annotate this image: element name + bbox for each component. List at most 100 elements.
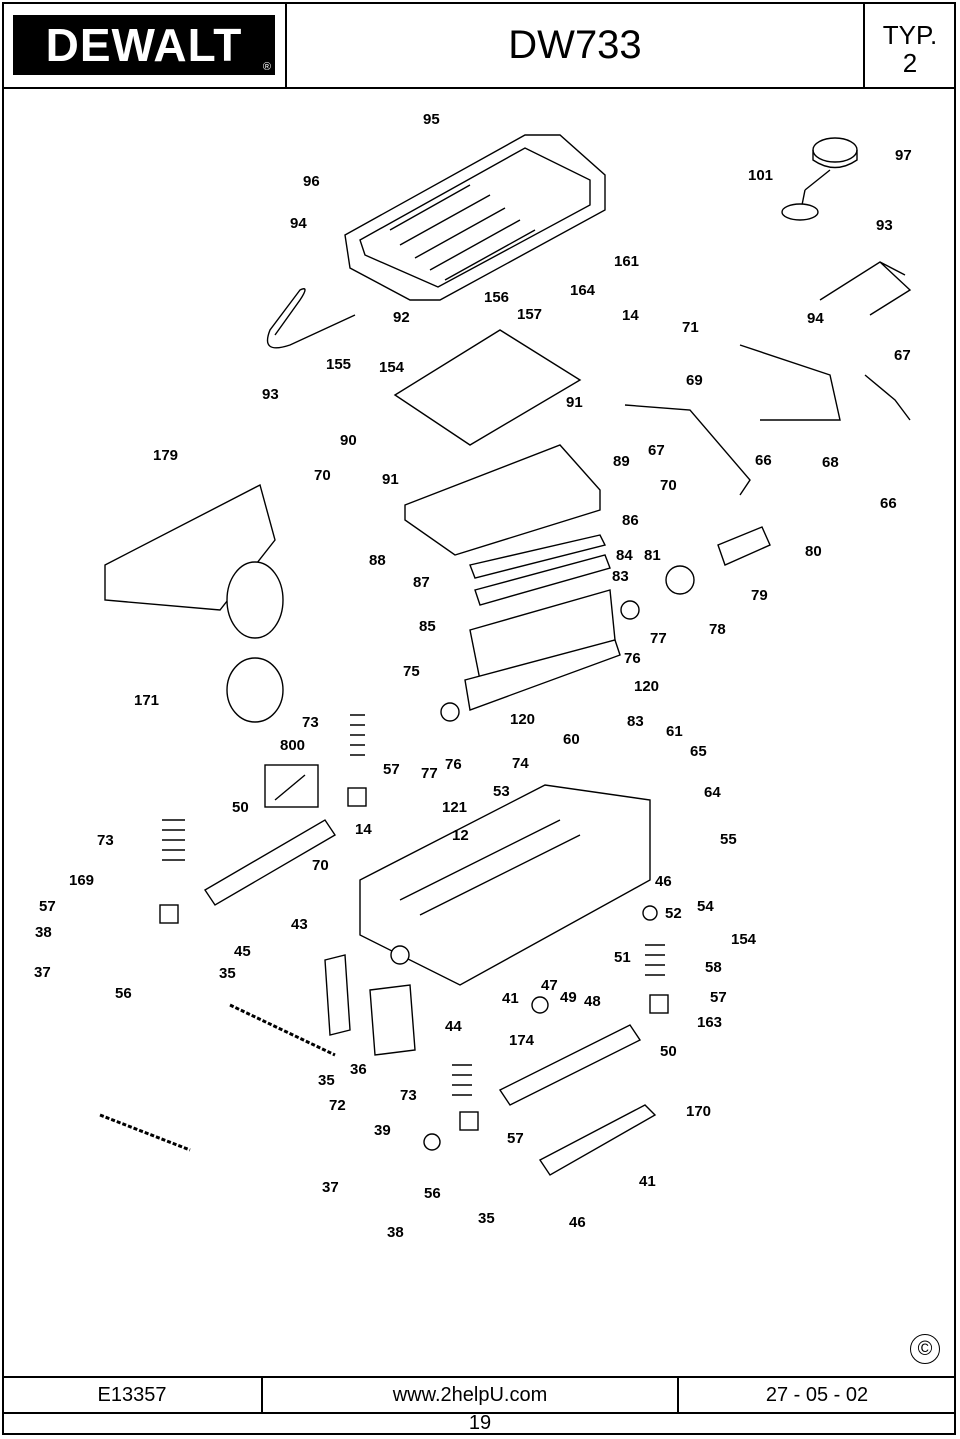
bushing-44 bbox=[390, 945, 410, 965]
page-number: 19 bbox=[468, 1412, 492, 1434]
part-label-90: 90 bbox=[340, 432, 357, 449]
part-label-44: 44 bbox=[445, 1018, 462, 1035]
part-label-37: 37 bbox=[322, 1179, 339, 1196]
part-label-78: 78 bbox=[709, 621, 726, 638]
part-label-155: 155 bbox=[326, 356, 351, 373]
part-label-38: 38 bbox=[35, 924, 52, 941]
part-label-43: 43 bbox=[291, 916, 308, 933]
part-label-55: 55 bbox=[720, 831, 737, 848]
dust-hood bbox=[104, 483, 284, 723]
footer: E13357 www.2helpU.com 27 - 05 - 02 bbox=[3, 1376, 955, 1414]
part-label-87: 87 bbox=[413, 574, 430, 591]
part-label-73: 73 bbox=[302, 714, 319, 731]
head-plate bbox=[404, 444, 601, 556]
part-label-171: 171 bbox=[134, 692, 159, 709]
part-label-71: 71 bbox=[682, 319, 699, 336]
part-label-61: 61 bbox=[666, 723, 683, 740]
drive-chain bbox=[99, 1003, 336, 1152]
registered-mark: ® bbox=[262, 61, 271, 73]
part-label-53: 53 bbox=[493, 783, 510, 800]
part-label-41: 41 bbox=[502, 990, 519, 1007]
block-57b bbox=[159, 904, 179, 924]
part-label-56: 56 bbox=[424, 1185, 441, 1202]
part-label-60: 60 bbox=[563, 731, 580, 748]
block-57a bbox=[347, 787, 367, 807]
part-label-81: 81 bbox=[644, 547, 661, 564]
part-label-80: 80 bbox=[805, 543, 822, 560]
part-label-47: 47 bbox=[541, 977, 558, 994]
part-label-96: 96 bbox=[303, 173, 320, 190]
part-label-37: 37 bbox=[34, 964, 51, 981]
part-label-66: 66 bbox=[755, 452, 772, 469]
part-label-75: 75 bbox=[403, 663, 420, 680]
part-label-46: 46 bbox=[655, 873, 672, 890]
part-label-164: 164 bbox=[570, 282, 596, 299]
part-label-73: 73 bbox=[400, 1087, 417, 1104]
part-label-35: 35 bbox=[478, 1210, 495, 1227]
part-label-92: 92 bbox=[393, 309, 410, 326]
part-label-84: 84 bbox=[616, 547, 633, 564]
part-label-56: 56 bbox=[115, 985, 132, 1002]
part-label-94: 94 bbox=[290, 215, 307, 232]
part-label-65: 65 bbox=[690, 743, 707, 760]
part-label-156: 156 bbox=[484, 289, 509, 306]
part-label-49: 49 bbox=[560, 989, 577, 1006]
part-label-74: 74 bbox=[512, 755, 529, 772]
bushing-52 bbox=[642, 905, 658, 921]
side-cover bbox=[324, 954, 416, 1056]
website: www.2helpU.com bbox=[263, 1378, 679, 1412]
document-code: E13357 bbox=[3, 1378, 263, 1412]
handle-right bbox=[819, 261, 912, 316]
typ-value: 2 bbox=[902, 48, 918, 78]
part-label-77: 77 bbox=[650, 630, 667, 647]
block-57d bbox=[459, 1111, 479, 1131]
part-label-57: 57 bbox=[507, 1130, 524, 1147]
part-label-163: 163 bbox=[697, 1014, 722, 1031]
belt-80 bbox=[717, 526, 771, 566]
part-label-157: 157 bbox=[517, 306, 542, 323]
date: 27 - 05 - 02 bbox=[765, 1383, 869, 1406]
part-label-85: 85 bbox=[419, 618, 436, 635]
bushing-39 bbox=[423, 1133, 441, 1151]
handle-left bbox=[266, 288, 356, 349]
part-label-14: 14 bbox=[355, 821, 372, 838]
part-label-170: 170 bbox=[686, 1103, 711, 1120]
part-label-800: 800 bbox=[280, 737, 305, 754]
logo-box: DEWALT ® bbox=[3, 3, 287, 87]
part-label-69: 69 bbox=[686, 372, 703, 389]
part-label-97: 97 bbox=[895, 147, 912, 164]
outfeed-roller bbox=[498, 1024, 642, 1106]
part-label-154: 154 bbox=[731, 931, 757, 948]
part-label-41: 41 bbox=[639, 1173, 656, 1190]
part-label-91: 91 bbox=[382, 471, 399, 488]
part-label-76: 76 bbox=[445, 756, 462, 773]
spring-58 bbox=[645, 944, 665, 976]
base-casting bbox=[359, 784, 651, 986]
part-label-174: 174 bbox=[509, 1032, 535, 1049]
gear-rail bbox=[538, 1104, 657, 1176]
part-label-58: 58 bbox=[705, 959, 722, 976]
part-label-120: 120 bbox=[634, 678, 659, 695]
part-label-86: 86 bbox=[622, 512, 639, 529]
part-label-36: 36 bbox=[350, 1061, 367, 1078]
part-label-57: 57 bbox=[39, 898, 56, 915]
part-label-154: 154 bbox=[379, 359, 405, 376]
part-label-54: 54 bbox=[697, 898, 714, 915]
part-label-83: 83 bbox=[612, 568, 629, 585]
part-label-35: 35 bbox=[318, 1072, 335, 1089]
part-label-101: 101 bbox=[748, 167, 773, 184]
part-label-48: 48 bbox=[584, 993, 601, 1010]
part-label-67: 67 bbox=[894, 347, 911, 364]
spring-73b bbox=[162, 819, 185, 861]
part-label-70: 70 bbox=[660, 477, 677, 494]
part-label-120: 120 bbox=[510, 711, 535, 728]
header: DEWALT ® DW733 TYP. 2 bbox=[3, 3, 955, 89]
part-label-77: 77 bbox=[421, 765, 438, 782]
part-label-57: 57 bbox=[383, 761, 400, 778]
part-label-72: 72 bbox=[329, 1097, 346, 1114]
part-label-93: 93 bbox=[876, 217, 893, 234]
pulley-78 bbox=[665, 565, 695, 595]
